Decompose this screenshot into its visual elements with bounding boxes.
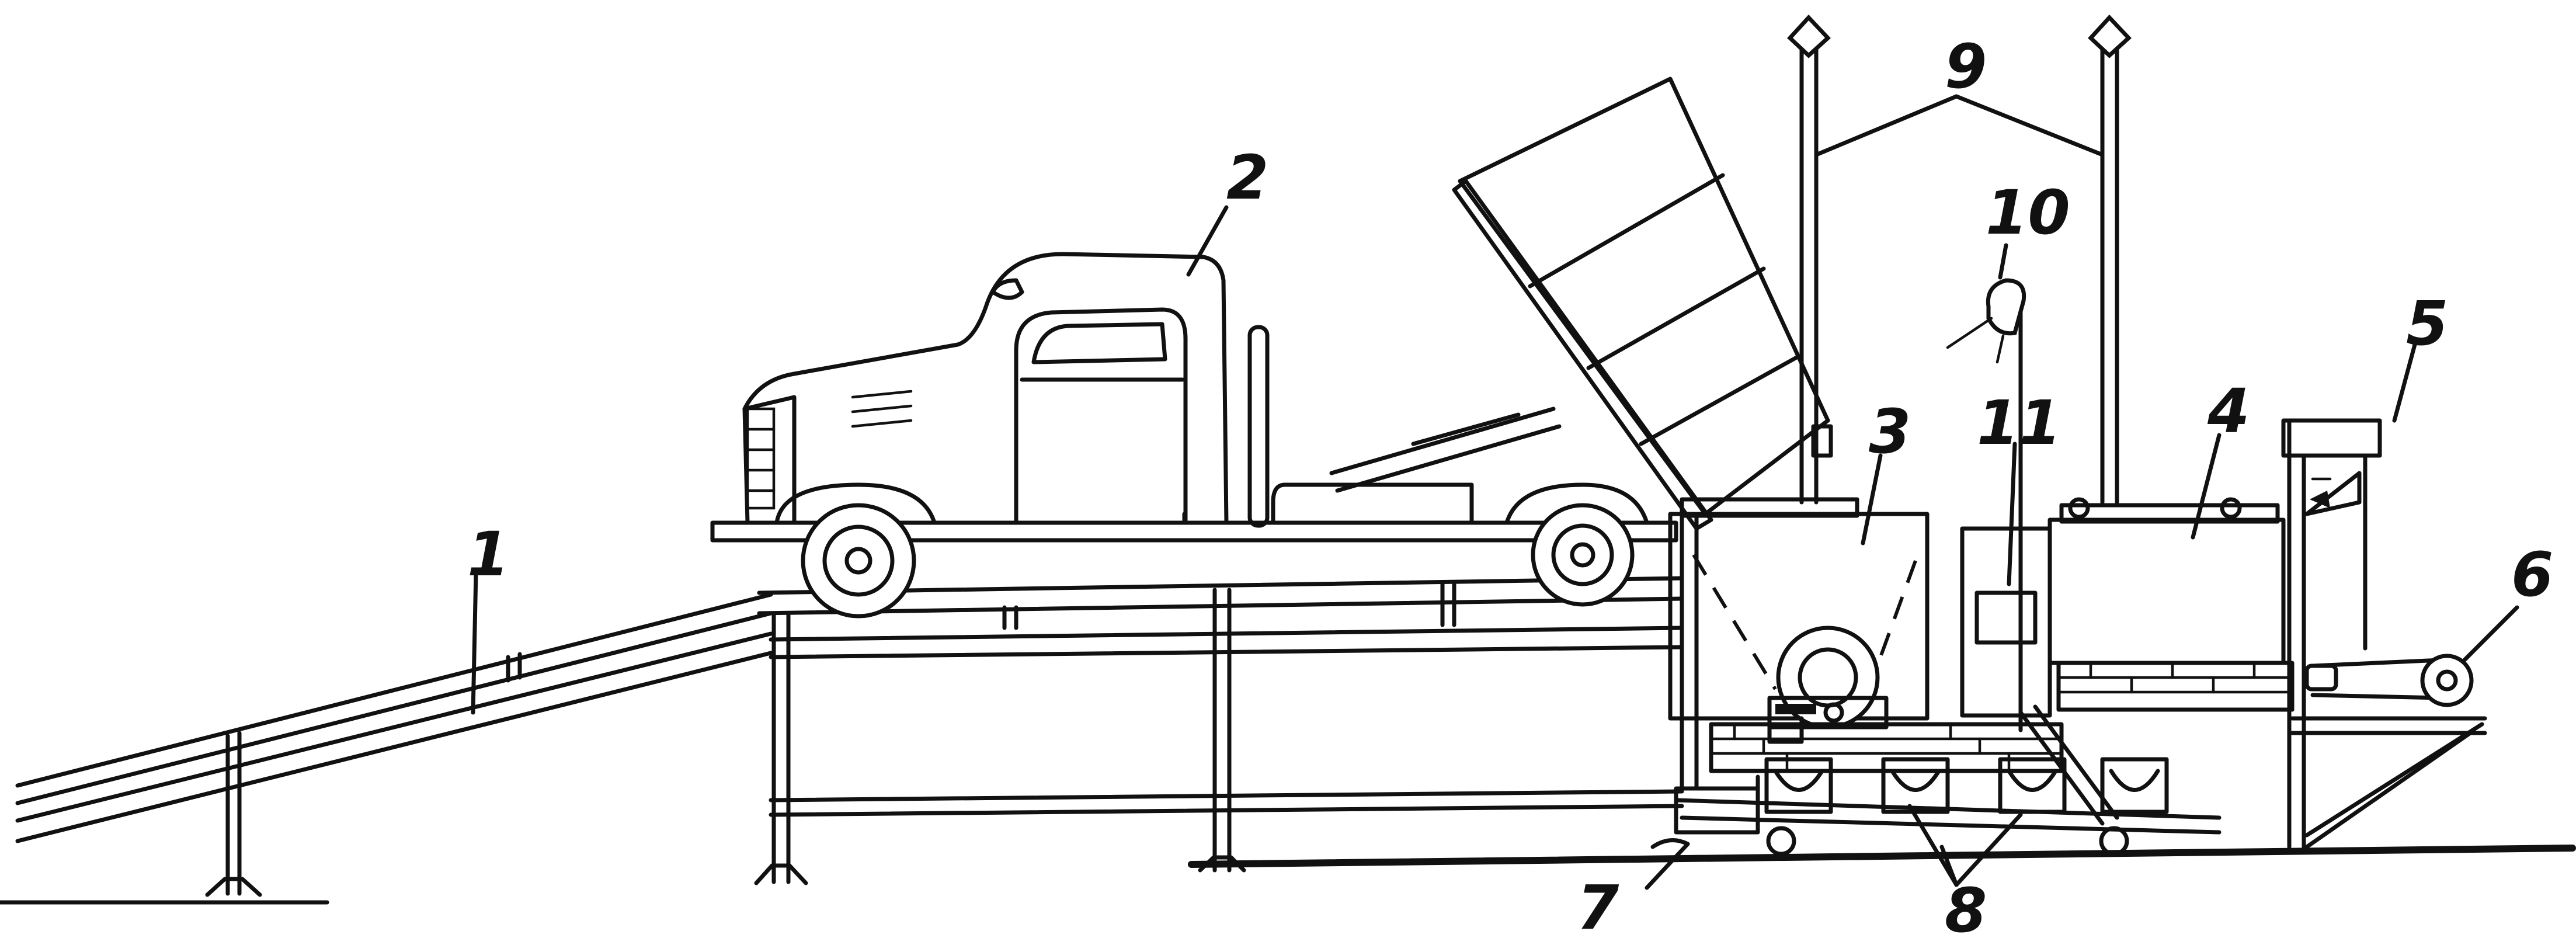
conveyor [2290, 654, 2487, 849]
lamp [1946, 278, 2026, 732]
label-5: 5 [2406, 288, 2448, 359]
bucket-4 [2100, 757, 2169, 814]
front-wheel [774, 482, 937, 619]
label-1: 1 [467, 519, 509, 590]
ramp [15, 592, 773, 897]
rear-wheel [1504, 482, 1649, 607]
carriage [1650, 757, 2222, 856]
bucket-3 [1998, 757, 2067, 814]
label-3: 3 [1869, 396, 1911, 467]
dump-body [1452, 77, 1833, 531]
label-4: 4 [2207, 376, 2250, 447]
hopper-left [1668, 497, 2064, 791]
ground [0, 845, 2576, 905]
callout-labels: 1 2 3 4 5 6 7 8 9 10 11 [467, 31, 2553, 938]
label-8: 8 [1945, 875, 1987, 938]
deck [754, 576, 1684, 885]
bucket-1 [1764, 757, 1833, 814]
label-6: 6 [2511, 539, 2553, 610]
panel [1960, 526, 2119, 826]
label-9: 9 [1945, 31, 1987, 102]
label-10: 10 [1986, 177, 2070, 248]
dump-truck [710, 77, 1833, 619]
bucket-2 [1881, 757, 1950, 814]
control-box [2281, 418, 2382, 849]
label-2: 2 [1226, 142, 1268, 213]
hopper-right [2047, 497, 2295, 712]
label-11: 11 [1977, 387, 2062, 458]
leader-lines [471, 205, 2519, 890]
masts [1787, 14, 2132, 505]
label-7: 7 [1577, 872, 1619, 938]
